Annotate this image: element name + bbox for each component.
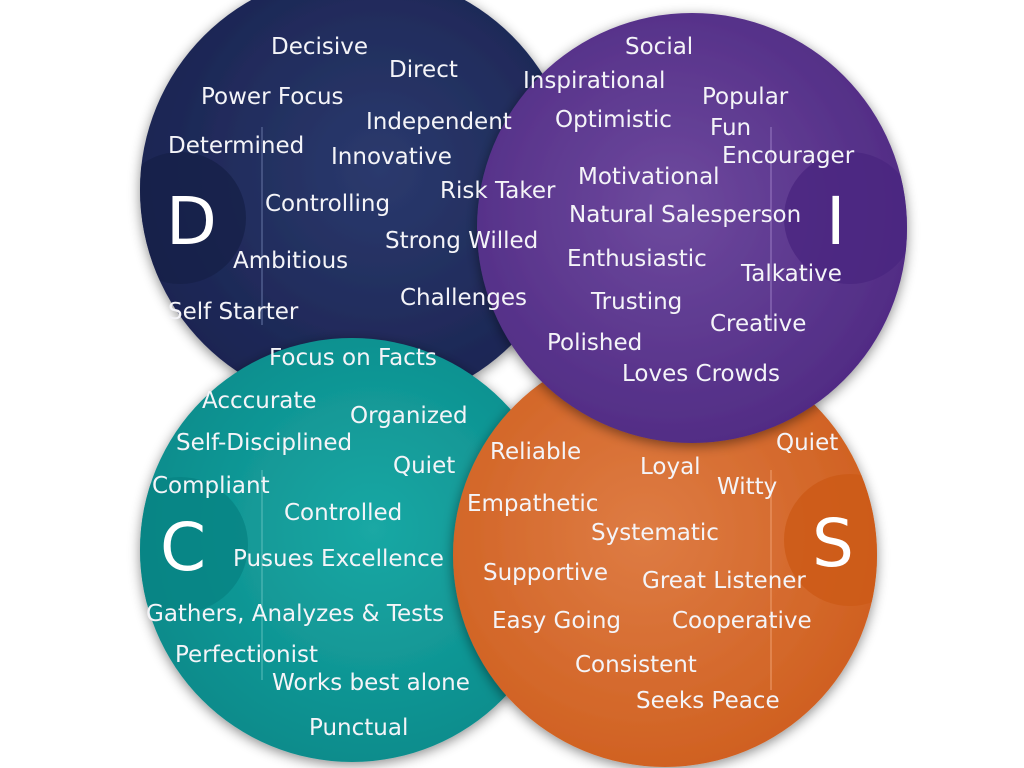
trait: Quiet [776,430,838,456]
trait: Direct [389,57,458,83]
trait: Systematic [591,520,719,546]
trait: Power Focus [201,84,344,110]
trait: Perfectionist [175,642,318,668]
quadrant-d-shape [140,0,576,408]
trait: Punctual [309,715,408,741]
trait: Controlling [265,191,390,217]
trait: Witty [717,474,777,500]
trait: Quiet [393,453,455,479]
trait: Empathetic [467,491,598,517]
circles-layer [140,0,907,767]
trait: Supportive [483,560,608,586]
trait: Loves Crowds [622,361,780,387]
trait: Trusting [590,289,682,315]
trait: Easy Going [492,608,621,634]
trait: Enthusiastic [567,246,707,272]
trait: Compliant [152,473,270,499]
d-letter: D [166,183,217,260]
trait: Fun [710,115,751,141]
trait: Loyal [640,454,701,480]
trait: Gathers, Analyzes & Tests [146,601,444,627]
quadrant-i-shape [477,13,907,443]
trait: Cooperative [672,608,812,634]
trait: Works best alone [272,670,470,696]
trait: Creative [710,311,806,337]
trait: Encourager [722,143,855,169]
trait: Organized [350,403,468,429]
trait: Great Listener [642,568,806,594]
trait: Polished [547,330,642,356]
quadrant-s-shape [453,343,877,767]
trait: Consistent [575,652,697,678]
trait: Social [625,34,693,60]
trait: Innovative [331,144,452,170]
trait: Natural Salesperson [569,202,801,228]
c-letter: C [160,509,206,586]
trait: Pusues Excellence [233,546,444,572]
trait: Determined [168,133,304,159]
trait: Talkative [740,261,842,287]
trait: Independent [366,109,512,135]
trait: Seeks Peace [636,688,780,714]
trait: Optimistic [555,107,672,133]
i-badge [784,152,907,284]
quadrant-d-text: D Decisive Direct Power Focus Independen… [166,34,556,325]
i-circle [477,13,907,443]
quadrant-s-text: S Quiet Reliable Loyal Witty Empathetic … [467,430,854,714]
i-letter: I [826,183,845,260]
trait: Controlled [284,500,402,526]
trait: Acccurate [202,388,317,414]
c-badge [140,477,248,613]
trait: Decisive [271,34,368,60]
trait: Motivational [578,164,720,190]
trait: Strong Willed [385,228,538,254]
trait: Inspirational [523,68,665,94]
c-circle [140,338,564,762]
s-letter: S [812,505,854,582]
trait: Ambitious [233,248,348,274]
trait: Risk Taker [440,178,556,204]
quadrant-i-text: I Social Inspirational Popular Optimisti… [523,34,855,387]
trait: Challenges [400,285,527,311]
trait: Reliable [490,439,581,465]
quadrant-c-shape [140,338,564,762]
d-circle [140,0,576,408]
trait: Self-Disciplined [176,430,352,456]
quadrant-c-text: C Focus on Facts Acccurate Organized Sel… [146,345,470,741]
trait: Popular [702,84,789,110]
s-badge [784,474,877,606]
trait: Focus on Facts [269,345,437,371]
trait: Self Starter [168,299,299,325]
